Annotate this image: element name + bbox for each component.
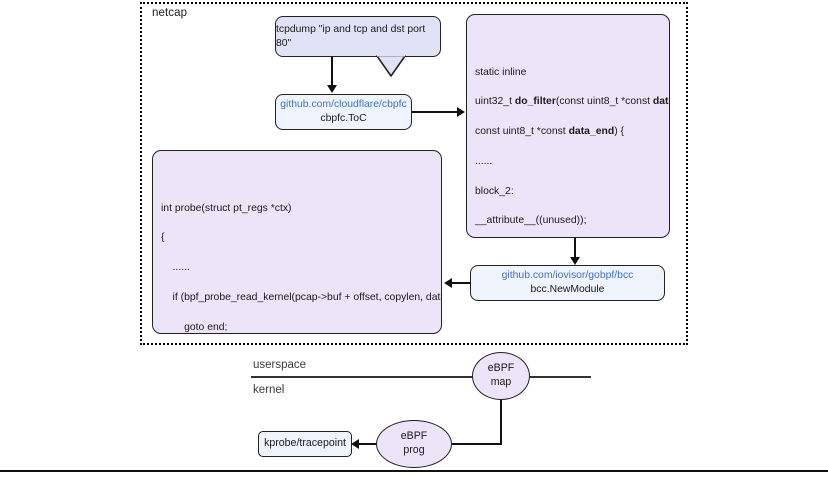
connector-cbpfc-filter-arrowhead xyxy=(457,107,465,117)
connector-map-prog-vertical xyxy=(500,396,502,445)
ebpf-map-label-line1: eBPF xyxy=(487,362,515,375)
code-line: ...... xyxy=(161,262,190,274)
cbpfc-text-wrap: github.com/cloudflare/cbpfc cbpfc.ToC xyxy=(276,95,411,129)
code-line: int probe(struct pt_regs *ctx) xyxy=(161,202,292,214)
ebpf-prog-node[interactable]: eBPF prog xyxy=(376,420,452,468)
kprobe-tracepoint-label: kprobe/tracepoint xyxy=(264,437,346,450)
ebpf-prog-label-line1: eBPF xyxy=(400,430,428,443)
bcc-text-wrap: github.com/iovisor/gobpf/bcc bcc.NewModu… xyxy=(471,266,664,300)
code-line: __attribute__((unused)); xyxy=(475,215,587,227)
code-line: uint32_t do_filter(const uint8_t *const … xyxy=(475,96,669,108)
connector-tcpdump-cbpfc-line xyxy=(331,57,333,86)
ebpf-prog-text-wrap: eBPF prog xyxy=(377,421,451,467)
ebpf-map-text-wrap: eBPF map xyxy=(473,353,529,399)
connector-prog-kprobe-line xyxy=(358,443,382,445)
connector-cbpfc-filter-line xyxy=(412,111,460,113)
tcpdump-text-wrap: tcpdump "ip and tcp and dst port 80" xyxy=(276,17,440,56)
do-filter-code-lines: static inline uint32_t do_filter(const u… xyxy=(467,45,669,237)
cbpfc-link-text[interactable]: github.com/cloudflare/cbpfc xyxy=(280,99,407,111)
probe-code-block: int probe(struct pt_regs *ctx) { ...... … xyxy=(152,150,442,334)
cbpfc-sub-text: cbpfc.ToC xyxy=(320,113,367,124)
cbpfc-box[interactable]: github.com/cloudflare/cbpfc cbpfc.ToC xyxy=(275,94,412,130)
bcc-sub-text: bcc.NewModule xyxy=(530,284,605,295)
ebpf-map-label-line2: map xyxy=(490,376,512,388)
bcc-box[interactable]: github.com/iovisor/gobpf/bcc bcc.NewModu… xyxy=(470,265,665,301)
code-line: { xyxy=(161,232,165,244)
connector-bcc-probe-arrowhead xyxy=(444,278,452,288)
bcc-link-text[interactable]: github.com/iovisor/gobpf/bcc xyxy=(501,270,634,282)
code-line: static inline xyxy=(475,66,527,78)
code-line: block_2: xyxy=(475,185,514,197)
userspace-label: userspace xyxy=(253,359,307,371)
code-line: goto end; xyxy=(161,321,228,333)
connector-prog-kprobe-arrowhead xyxy=(351,439,359,449)
probe-code-lines: int probe(struct pt_regs *ctx) { ...... … xyxy=(153,181,442,333)
page-bottom-rule xyxy=(0,470,828,473)
connector-filter-bcc-arrowhead xyxy=(570,257,580,265)
netcap-group-label: netcap xyxy=(152,7,188,19)
netcap-group-border xyxy=(140,2,688,345)
ebpf-prog-label-line2: prog xyxy=(403,444,425,456)
kprobe-text-wrap: kprobe/tracepoint xyxy=(259,432,351,456)
do-filter-code-block: static inline uint32_t do_filter(const u… xyxy=(466,14,670,238)
kprobe-tracepoint-box[interactable]: kprobe/tracepoint xyxy=(258,431,352,457)
code-line: if (bpf_probe_read_kernel(pcap->buf + of… xyxy=(161,291,442,303)
code-line: ...... xyxy=(475,155,493,167)
code-line: const uint8_t *const data_end) { xyxy=(475,126,625,138)
userspace-kernel-divider-line xyxy=(251,376,591,379)
tcpdump-command-text: tcpdump "ip and tcp and dst port 80" xyxy=(276,23,426,49)
connector-filter-bcc-line xyxy=(574,238,576,260)
tcpdump-callout-tail-icon xyxy=(376,53,406,77)
connector-map-prog-horizontal xyxy=(452,443,502,445)
connector-bcc-probe-line xyxy=(451,282,471,284)
connector-tcpdump-cbpfc-arrowhead xyxy=(327,85,337,93)
kernel-label: kernel xyxy=(253,384,285,396)
tcpdump-callout-box[interactable]: tcpdump "ip and tcp and dst port 80" xyxy=(275,16,441,57)
ebpf-map-node[interactable]: eBPF map xyxy=(472,352,530,400)
